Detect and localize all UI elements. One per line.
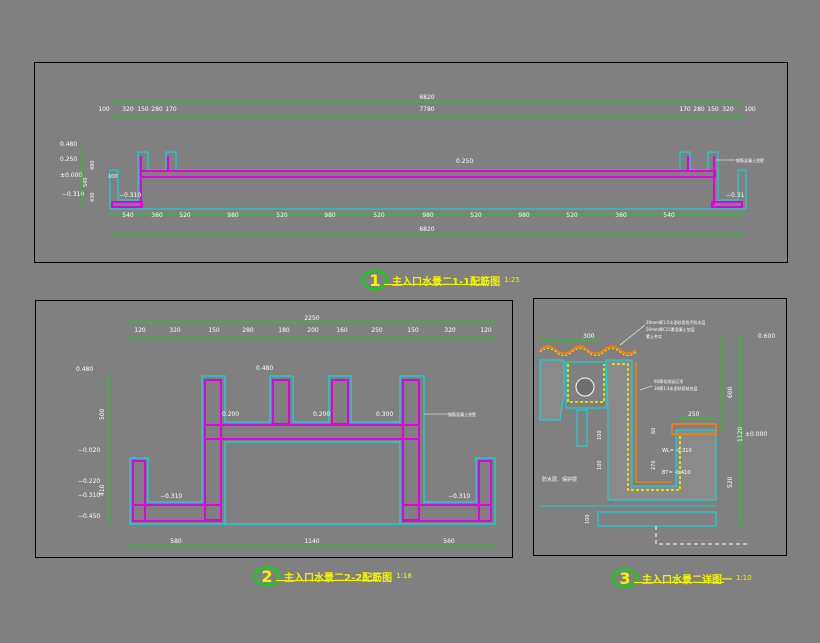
caption-title-3: 主入口水景二详图一 bbox=[642, 574, 732, 586]
drawing-3-frame bbox=[533, 298, 787, 556]
caption-number-1: 1 bbox=[362, 270, 388, 290]
caption-scale-2: 1:18 bbox=[396, 572, 412, 580]
caption-2: 2 主入口水景二2-2配筋图 1:18 bbox=[254, 566, 412, 586]
drawing-2-frame bbox=[35, 300, 513, 558]
caption-3: 3 主入口水景二详图一 1:10 bbox=[612, 568, 752, 588]
caption-1: 1 主入口水景二1-1配筋图 1:25 bbox=[362, 270, 520, 290]
caption-scale-1: 1:25 bbox=[504, 276, 520, 284]
caption-title-1: 主入口水景二1-1配筋图 bbox=[392, 276, 501, 288]
caption-number-2: 2 bbox=[254, 566, 280, 586]
drawing-1-frame bbox=[34, 62, 788, 263]
caption-scale-3: 1:10 bbox=[736, 574, 752, 582]
caption-number-3: 3 bbox=[612, 568, 638, 588]
caption-title-2: 主入口水景二2-2配筋图 bbox=[284, 572, 393, 584]
